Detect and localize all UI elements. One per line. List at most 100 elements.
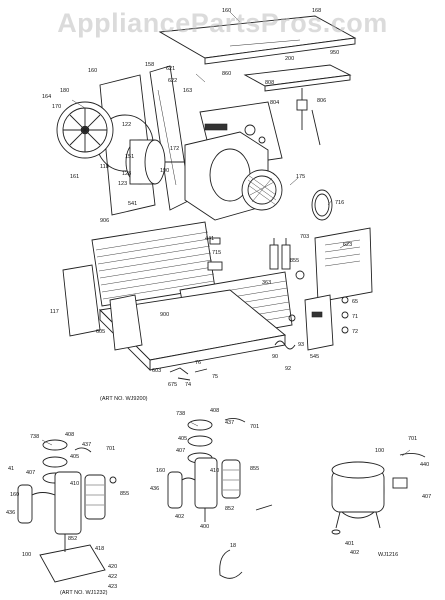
callout: 738 (176, 411, 185, 417)
callout: 405 (70, 454, 79, 460)
callout: 402 (175, 514, 184, 520)
callout: 906 (100, 218, 109, 224)
callout: 92 (285, 366, 291, 372)
callout: 950 (330, 50, 339, 56)
leader-lines (41, 11, 411, 457)
callout: 738 (30, 434, 39, 440)
callout: 190 (160, 168, 169, 174)
callout: 436 (6, 510, 15, 516)
callout: 621 (166, 66, 175, 72)
callout: 701 (250, 424, 259, 430)
callout: 400 (200, 524, 209, 530)
callout: 852 (68, 536, 77, 542)
callout-labels: 160 168 621 622 158 160 808 200 860 950 … (6, 8, 431, 590)
callout: 407 (176, 448, 185, 454)
callout: 804 (270, 100, 279, 106)
callout: 418 (95, 546, 104, 552)
orifice-ring (311, 189, 333, 221)
callout: 605 (96, 329, 105, 335)
callout: 172 (170, 146, 179, 152)
callout: 117 (50, 309, 59, 315)
callout: 701 (408, 436, 417, 442)
callout: 407 (26, 470, 35, 476)
callout: 623 (343, 242, 352, 248)
callout: 90 (272, 354, 278, 360)
callout: 716 (335, 200, 344, 206)
callout: 855 (250, 466, 259, 472)
callout: 164 (42, 94, 51, 100)
callout: 437 (82, 442, 91, 448)
callout: 703 (300, 234, 309, 240)
callout: 160 (10, 492, 19, 498)
callout: 402 (350, 550, 359, 556)
filter-panel (62, 264, 101, 337)
callout: 622 (168, 78, 177, 84)
callout: 158 (145, 62, 154, 68)
callout: 170 (52, 104, 61, 110)
callout: 401 (345, 541, 354, 547)
callout: 440 (420, 462, 429, 468)
callout: 436 (150, 486, 159, 492)
callout: 168 (312, 8, 321, 14)
blower-wheel (241, 169, 283, 211)
art-number-bottom-right: WJ1216 (378, 552, 398, 558)
callout: 72 (352, 329, 358, 335)
callout: 410 (210, 468, 219, 474)
callout: 175 (296, 174, 305, 180)
callout: 363 (262, 280, 271, 286)
front-grille-panel (109, 294, 143, 351)
callout: 75 (212, 374, 218, 380)
callout: 65 (352, 299, 358, 305)
callout: 151 (125, 154, 134, 160)
callout: 41 (8, 466, 14, 472)
callout: 603 (152, 368, 161, 374)
compressor-assembly-left (17, 439, 117, 583)
callout: 407 (422, 494, 431, 500)
callout: 18 (230, 543, 236, 549)
callout: 71 (352, 314, 358, 320)
callout: 128 (122, 171, 131, 177)
callout: 855 (290, 258, 299, 264)
callout: 200 (285, 56, 294, 62)
callout: 405 (178, 436, 187, 442)
art-number-bottom-left: (ART NO. WJ1232) (60, 590, 108, 596)
evaporator-coil (91, 221, 216, 307)
misc-small-parts (169, 237, 349, 381)
callout: 408 (65, 432, 74, 438)
relay-bracket (304, 294, 334, 351)
callout: 420 (108, 564, 117, 570)
callout: 93 (298, 342, 304, 348)
callout: 437 (225, 420, 234, 426)
top-cover-panel (158, 15, 357, 65)
callout: 163 (183, 88, 192, 94)
capacitor-rod (296, 88, 321, 146)
callout: 410 (70, 481, 79, 487)
callout: 180 (60, 88, 69, 94)
callout: 408 (210, 408, 219, 414)
right-side-panel (314, 227, 373, 303)
compressor-assembly-middle (167, 417, 273, 579)
callout: 161 (70, 174, 79, 180)
callout: 900 (160, 312, 169, 318)
callout: 76 (195, 360, 201, 366)
callout: 808 (265, 80, 274, 86)
callout: 422 (108, 574, 117, 580)
callout: 100 (375, 448, 384, 454)
callout: 541 (128, 201, 137, 207)
callout: 855 (120, 491, 129, 497)
callout: 675 (168, 382, 177, 388)
callout: 160 (88, 68, 97, 74)
compressor-assembly-right (331, 452, 426, 535)
fan-motor (125, 139, 185, 185)
callout: 545 (310, 354, 319, 360)
callout: 160 (222, 8, 231, 14)
callout: 860 (222, 71, 231, 77)
callout: 74 (185, 382, 191, 388)
callout: 160 (156, 468, 165, 474)
callout: 118 (100, 164, 109, 170)
callout: 100 (22, 552, 31, 558)
callout: 852 (225, 506, 234, 512)
callout: 806 (317, 98, 326, 104)
